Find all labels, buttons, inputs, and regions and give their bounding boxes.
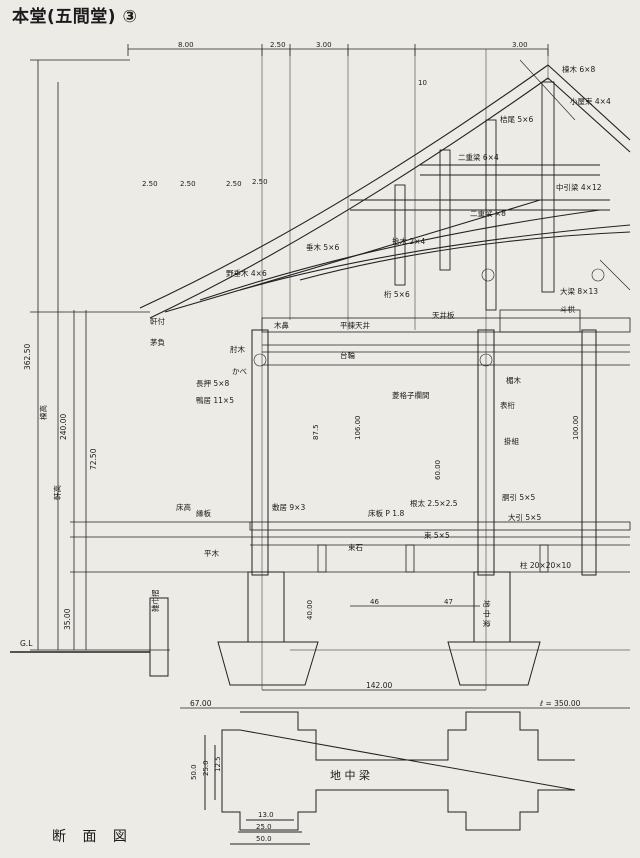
roof-slope: 10 (418, 79, 427, 87)
vertical-guides (261, 49, 549, 690)
label-tsukaishi: 束石 (348, 543, 363, 552)
label-ridge-height: 棟高 (38, 405, 48, 420)
ceiling-band (261, 309, 631, 366)
columns (251, 329, 597, 576)
label-kakegumi: 掛組 (504, 436, 519, 446)
plan-dim-2: 142.00 (366, 681, 392, 690)
label-obiki: 大引 5×5 (508, 512, 541, 522)
label-nijuhari: 二重梁 ×8 (470, 209, 506, 218)
ground-level-label: G.L (20, 639, 33, 648)
roof-outline (139, 64, 631, 319)
dim-eave-4: 2.50 (252, 178, 268, 186)
label-hira: 平棟天井 (340, 320, 370, 330)
plan-dimension-lines (180, 605, 630, 709)
label-tenjo: 天井板 (432, 310, 455, 320)
dim-top-3: 3.00 (316, 41, 332, 49)
label-munagi: 棟木 6×8 (562, 64, 595, 74)
label-keta: 桁 5×6 (384, 289, 410, 299)
plan-height-1: 50.0 (190, 764, 198, 780)
label-dohiki: 胴引 5×5 (502, 493, 535, 502)
plan-span: ℓ = 350.00 (539, 699, 581, 708)
label-kamoi: 鴨居 11×5 (196, 395, 234, 405)
dim-mid-5: 40.00 (306, 600, 314, 620)
label-nagaoshi: 長押 5×8 (196, 378, 229, 388)
plan-bottom-3: 50.0 (256, 835, 272, 843)
label-noki: 軒付 (150, 316, 165, 326)
dim-ridge-height: 362.50 (23, 344, 32, 370)
dim-top-4: 3.00 (512, 41, 528, 49)
plan-bottom-2: 25.0 (256, 823, 272, 831)
dim-eave-height: 240.00 (59, 414, 68, 440)
truss-members (350, 81, 610, 311)
member-labels: 棟木 6×8 小屋束 4×4 桔尾 5×6 二重梁 6×4 中引梁 4×12 二… (150, 64, 611, 628)
label-nakahiki: 中引梁 4×12 (556, 182, 602, 192)
dim-floor-1: 46 (370, 598, 379, 606)
label-masu: 斗栱 (560, 304, 575, 314)
foundations (10, 571, 630, 686)
dim-top-2: 2.50 (270, 41, 286, 49)
dim-eave-1: 2.50 (142, 180, 158, 188)
label-girder: 地 中 梁 (482, 600, 492, 628)
dim-floor-height: 72.50 (89, 448, 98, 470)
label-taruki: 垂木 5×6 (306, 242, 339, 252)
dimension-text: 8.00 2.50 3.00 3.00 2.50 2.50 2.50 2.50 … (20, 41, 581, 843)
truss-bracing (253, 59, 631, 367)
label-kyaku: 桔尾 5×6 (500, 114, 533, 124)
plan-height-3: 12.5 (214, 756, 222, 772)
label-hashira: 柱 20×20×10 (520, 560, 571, 570)
label-koyazuka: 小屋束 4×4 (570, 97, 611, 106)
label-kabe: かべ (232, 367, 247, 376)
label-neda: 根太 2.5×2.5 (410, 498, 458, 508)
drawing-title: 本堂(五間堂) ③ (12, 7, 138, 27)
label-eave-height: 軒高 (52, 485, 62, 500)
drawing-caption: 断 面 図 (52, 829, 133, 845)
label-ohari: 大梁 8×13 (560, 286, 598, 296)
plan-dim-1: 67.00 (190, 699, 212, 708)
label-tsuka: 束 5×5 (424, 531, 450, 540)
dim-eave-3: 2.50 (226, 180, 242, 188)
label-zoukin: 雑巾摺 (150, 590, 160, 613)
label-daiwa: 台輪 (340, 350, 355, 360)
label-kaeru: 拾木 2×4 (392, 236, 425, 246)
label-nobiko: 野垂木 4×6 (226, 268, 267, 278)
height-dimension-lines (30, 59, 250, 651)
dim-mid-1: 87.5 (312, 424, 320, 440)
dim-mid-3: 60.00 (434, 460, 442, 480)
label-hiraki: 平木 (204, 548, 219, 558)
plan-height-2: 25.0 (202, 760, 210, 776)
label-shinmoku: 楣木 (506, 375, 521, 385)
label-kaya: 茅負 (150, 337, 165, 347)
dim-base-height: 35.00 (63, 608, 72, 630)
dim-mid-2: 106.00 (354, 416, 362, 441)
label-ranma: 菱格子欄間 (392, 390, 430, 400)
label-shikii: 敷居 9×3 (272, 502, 305, 512)
footing-plan (204, 711, 576, 845)
label-yuka: 床板 P 1.8 (368, 508, 404, 518)
dim-top-1: 8.00 (178, 41, 194, 49)
dim-mid-4: 100.00 (572, 416, 580, 441)
label-kanban: 縁板 (196, 508, 211, 518)
label-hijiki: 肘木 (230, 344, 245, 354)
label-kyoyaku: 表桁 (500, 400, 515, 410)
label-ukebari: 二重梁 6×4 (458, 153, 499, 162)
floor-structure (249, 521, 631, 573)
dim-floor-2: 47 (444, 598, 453, 606)
dim-eave-2: 2.50 (180, 180, 196, 188)
plan-ground-beam: 地 中 梁 (330, 768, 370, 782)
plan-bottom-1: 13.0 (258, 811, 274, 819)
label-floor-height: 床高 (176, 502, 191, 512)
label-kibana: 木鼻 (274, 320, 289, 330)
